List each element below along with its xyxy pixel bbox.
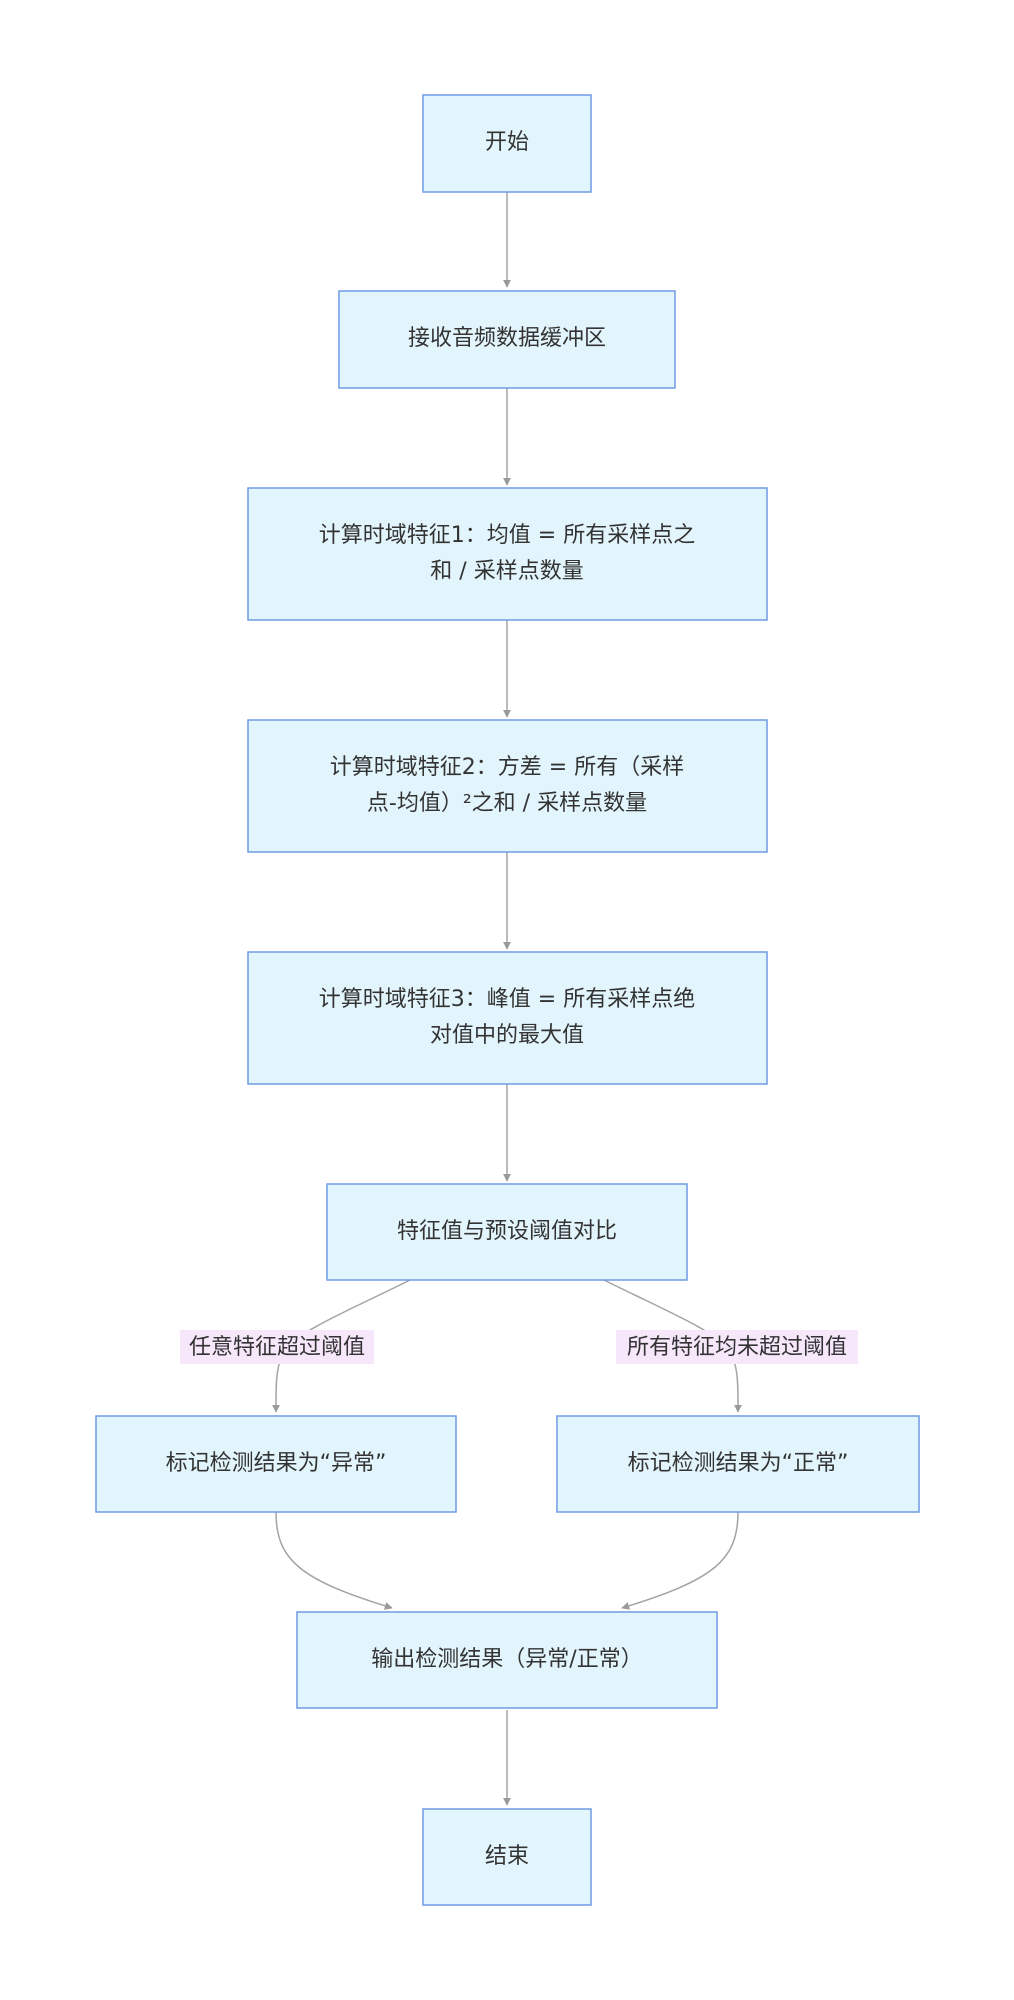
edge-normal-to-output (621, 1511, 739, 1610)
node-feature-peak: 计算时域特征3：峰值 = 所有采样点绝 对值中的最大值 (247, 951, 768, 1085)
node-start-label: 开始 (485, 130, 529, 155)
node-compare-threshold-label: 特征值与预设阈值对比 (397, 1219, 617, 1244)
node-end: 结束 (422, 1808, 592, 1906)
node-receive-buffer: 接收音频数据缓冲区 (338, 290, 676, 389)
node-output-result: 输出检测结果（异常/正常） (296, 1611, 718, 1709)
node-output-result-label: 输出检测结果（异常/正常） (371, 1647, 642, 1672)
node-feature-variance-line2: 点-均值）²之和 / 采样点数量 (367, 791, 647, 816)
node-start: 开始 (422, 94, 592, 193)
node-mark-normal-label: 标记检测结果为“正常” (628, 1451, 849, 1476)
node-mark-normal: 标记检测结果为“正常” (556, 1415, 920, 1513)
edge-label-exceed: 任意特征超过阈值 (180, 1330, 374, 1364)
edge-label-not-exceed: 所有特征均未超过阈值 (616, 1330, 858, 1364)
node-feature-mean: 计算时域特征1：均值 = 所有采样点之 和 / 采样点数量 (247, 487, 768, 621)
node-feature-peak-line1: 计算时域特征3：峰值 = 所有采样点绝 (319, 987, 695, 1012)
node-mark-abnormal-label: 标记检测结果为“异常” (166, 1451, 387, 1476)
node-feature-variance: 计算时域特征2：方差 = 所有（采样 点-均值）²之和 / 采样点数量 (247, 719, 768, 853)
node-end-label: 结束 (485, 1844, 529, 1869)
node-receive-buffer-label: 接收音频数据缓冲区 (408, 326, 606, 351)
node-feature-variance-line1: 计算时域特征2：方差 = 所有（采样 (330, 755, 684, 780)
edge-abnormal-to-output (275, 1511, 393, 1610)
node-feature-mean-line1: 计算时域特征1：均值 = 所有采样点之 (319, 523, 695, 548)
node-feature-mean-line2: 和 / 采样点数量 (430, 559, 583, 584)
edge-label-exceed-text: 任意特征超过阈值 (189, 1335, 365, 1360)
edge-label-not-exceed-text: 所有特征均未超过阈值 (627, 1335, 847, 1360)
node-feature-peak-line2: 对值中的最大值 (430, 1023, 584, 1048)
node-compare-threshold: 特征值与预设阈值对比 (326, 1183, 688, 1281)
node-mark-abnormal: 标记检测结果为“异常” (95, 1415, 457, 1513)
